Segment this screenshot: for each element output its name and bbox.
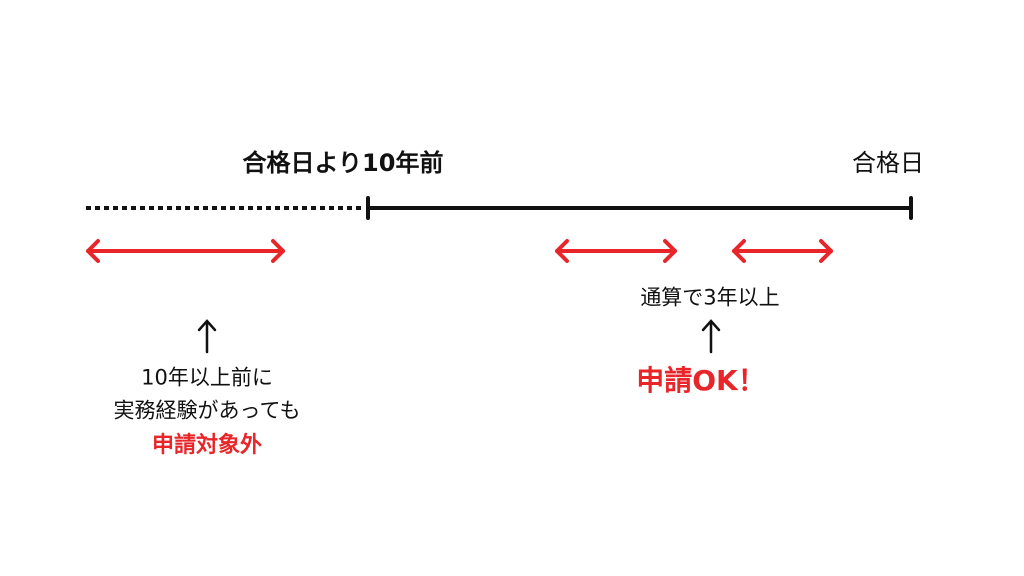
label-pass-date: 合格日 (852, 149, 924, 177)
up-arrow-right-icon (701, 319, 721, 354)
label-cumulative-three-years: 通算で3年以上 (640, 285, 780, 310)
red-double-arrow-right (732, 239, 833, 263)
up-arrow-left-icon (197, 319, 217, 354)
label-left-line1: 10年以上前に (141, 365, 273, 390)
red-double-arrow-left (86, 239, 285, 263)
label-left-line2: 実務経験があっても (113, 398, 301, 423)
red-double-arrow-middle (555, 239, 677, 263)
label-application-ok: 申請OK！ (636, 364, 766, 397)
label-not-eligible: 申請対象外 (151, 433, 263, 458)
label-ten-years-before: 合格日より10年前 (242, 149, 444, 177)
